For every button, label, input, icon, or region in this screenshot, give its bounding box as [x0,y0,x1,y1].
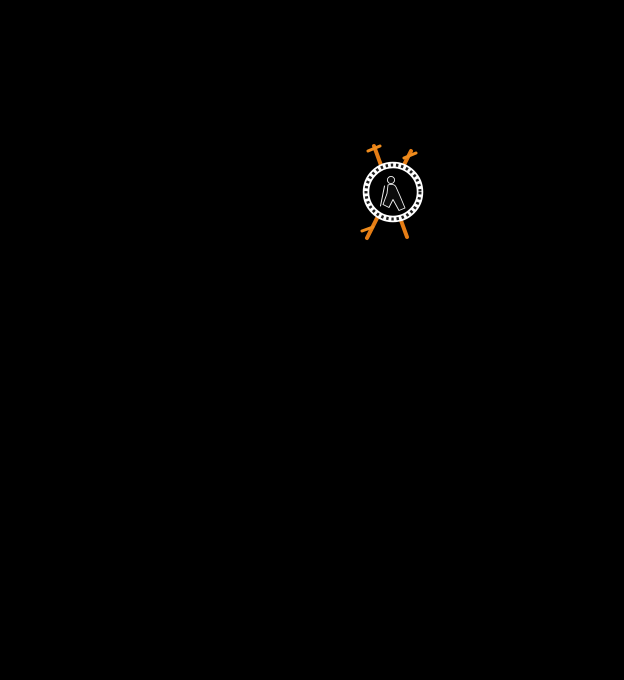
ski-tip-top-left-icon [366,144,382,153]
ski-tip-top-right-icon [402,151,418,160]
ski-tip-bottom-left-icon [360,225,375,233]
figure-head [386,175,396,185]
figure-body [382,183,406,211]
badge-ring-text-marks [364,163,422,221]
badge-logo [360,144,424,240]
figure-pole-accent [380,185,385,207]
